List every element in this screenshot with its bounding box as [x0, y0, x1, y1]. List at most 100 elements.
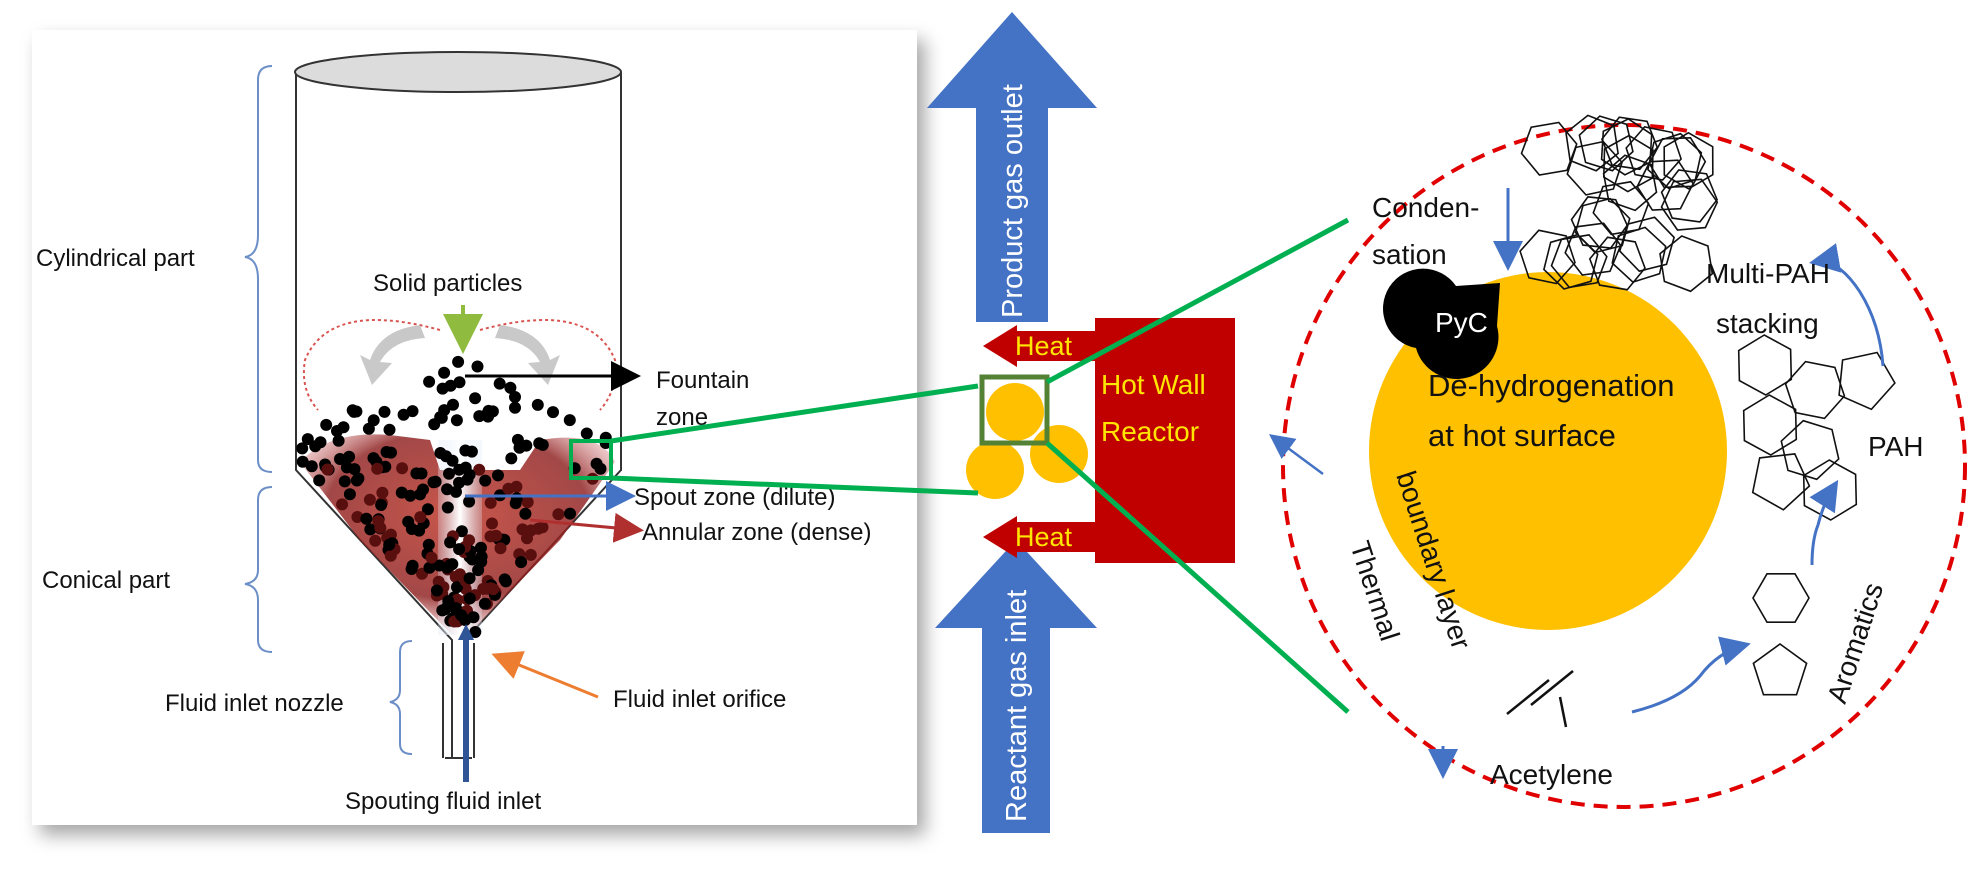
particle	[471, 360, 484, 373]
pah-hexagon	[1592, 180, 1650, 236]
particle	[493, 377, 506, 390]
particle	[332, 434, 345, 447]
particle	[321, 463, 334, 476]
particle	[590, 457, 603, 470]
solid-particle-field	[296, 355, 612, 638]
pah-pentagon	[1838, 351, 1896, 411]
particle	[524, 548, 537, 561]
spout-zone-label: Spout zone (dilute)	[634, 484, 835, 511]
particle	[334, 453, 346, 465]
thermal-label-1: Thermal	[1344, 537, 1405, 644]
multi-pah-label-1: Multi-PAH	[1706, 258, 1830, 289]
particle	[417, 483, 429, 496]
particle	[296, 455, 309, 468]
particle	[346, 404, 359, 417]
condensation-label-1: Conden-	[1372, 192, 1479, 223]
particle	[364, 523, 377, 536]
particle	[455, 525, 468, 538]
mechanism-section: PyC Conden- sation De-hydrogenation at h…	[1268, 114, 1967, 809]
pah-hexagon	[1784, 360, 1846, 420]
particle	[350, 474, 363, 487]
product-gas-outlet-arrow	[927, 12, 1097, 322]
particle	[367, 414, 380, 427]
fluid-inlet-nozzle-label: Fluid inlet nozzle	[165, 690, 344, 717]
particle	[461, 473, 474, 486]
particle	[466, 553, 479, 566]
particle	[396, 462, 409, 475]
pah-hexagon	[1564, 222, 1622, 276]
dehydrogenation-label-2: at hot surface	[1428, 418, 1616, 453]
particle	[442, 595, 455, 608]
particle	[479, 474, 492, 487]
zoom-line-3	[1045, 217, 1350, 385]
zoom-line-2	[610, 475, 979, 496]
particle	[492, 469, 504, 482]
particle	[438, 404, 451, 417]
particle	[296, 442, 309, 455]
reactant-gas-inlet-arrow	[935, 540, 1097, 833]
particle	[397, 408, 410, 421]
pah-hexagon	[1602, 154, 1658, 212]
pah-hexagon	[1663, 131, 1714, 190]
particle	[360, 512, 373, 525]
multi-pah-label-2: stacking	[1716, 308, 1819, 339]
conical-part-label: Conical part	[42, 567, 170, 594]
particle	[494, 542, 507, 555]
particle	[563, 414, 576, 427]
product-gas-outlet-label: Product gas outlet	[997, 84, 1029, 318]
particle	[383, 423, 396, 436]
hot-particle-2	[966, 441, 1024, 499]
particle	[338, 475, 351, 488]
pyc-deposit	[1383, 268, 1500, 379]
particle	[451, 581, 463, 594]
annular-zone-label: Annular zone (dense)	[642, 519, 871, 546]
particle	[314, 436, 327, 449]
particle	[444, 558, 457, 571]
particle	[547, 406, 559, 419]
circulation-arrows	[302, 319, 617, 411]
pah-pentagon	[1751, 453, 1811, 511]
pah-hexagon	[1802, 459, 1858, 521]
particle	[446, 454, 459, 467]
pah-hexagon	[1570, 196, 1629, 249]
particle	[531, 398, 544, 411]
particle	[305, 460, 318, 473]
particle	[564, 507, 576, 520]
particle	[472, 564, 485, 577]
particle	[473, 463, 486, 476]
particle	[444, 379, 457, 392]
reaction-arrows	[1428, 188, 1885, 779]
particle	[421, 503, 434, 516]
particle	[474, 541, 487, 554]
particle	[510, 492, 523, 505]
pah-hexagon	[1659, 235, 1714, 293]
particle	[337, 421, 350, 434]
pah-hexagon	[1550, 234, 1608, 289]
fluid-inlet-orifice-label: Fluid inlet orifice	[613, 686, 786, 713]
particle	[371, 462, 384, 475]
particle	[405, 523, 418, 535]
condensation-label-2: sation	[1372, 239, 1447, 270]
particle	[410, 467, 423, 480]
annular-zone-arrow	[529, 512, 644, 543]
hot-particle-1	[986, 383, 1044, 441]
hot-wall-reactor-block	[1095, 318, 1235, 563]
particle	[363, 493, 376, 506]
particle	[340, 461, 353, 474]
particle	[459, 444, 472, 457]
cylinder-top	[294, 51, 622, 93]
boundary-dashed-circle	[1281, 123, 1967, 809]
particle	[414, 511, 427, 524]
particle	[367, 452, 380, 465]
particle	[343, 450, 356, 463]
multi-pah-stack	[1519, 114, 1719, 293]
pah-hexagon	[1543, 233, 1599, 290]
particle	[351, 511, 364, 523]
hot-wall-label-2: Reactor	[1101, 416, 1199, 447]
particle	[509, 401, 521, 414]
solid-particles-label: Solid particles	[373, 270, 522, 297]
pyc-label: PyC	[1435, 307, 1488, 338]
heat-label-bottom: Heat	[1015, 522, 1073, 552]
zoom-line-4	[1045, 441, 1350, 714]
pah-rings	[1737, 334, 1896, 521]
